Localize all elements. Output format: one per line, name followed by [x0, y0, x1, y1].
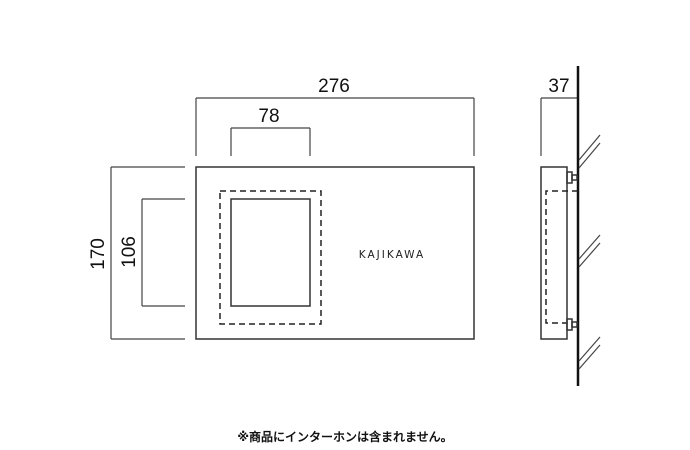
depth-dimension: 37	[540, 76, 578, 156]
brand-text: KAJIKAWA	[359, 249, 425, 261]
interphone-outline-dashed	[219, 190, 322, 325]
front-view: 276 78 170 106 KAJIKAWA	[88, 76, 475, 340]
screen-width-label: 78	[258, 106, 279, 127]
depth-label: 37	[548, 76, 569, 97]
screen-window	[230, 198, 311, 307]
mounting-bolt-bottom	[566, 318, 578, 331]
disclaimer-note: ※商品にインターホンは含まれません。	[237, 430, 453, 444]
interphone-side-dashed	[545, 190, 578, 324]
screen-height-label: 106	[119, 236, 140, 268]
height-label: 170	[88, 238, 109, 270]
screen-height-dimension: 106	[119, 198, 185, 307]
height-dimension: 170	[88, 166, 185, 340]
screen-width-dimension: 78	[230, 106, 311, 156]
width-dimension: 276	[195, 76, 475, 156]
side-view: 37	[540, 66, 601, 386]
front-panel	[195, 166, 475, 340]
width-label: 276	[318, 76, 350, 97]
side-panel	[540, 166, 568, 340]
wall-hatch	[578, 134, 601, 370]
mounting-bolt-top	[566, 171, 578, 184]
